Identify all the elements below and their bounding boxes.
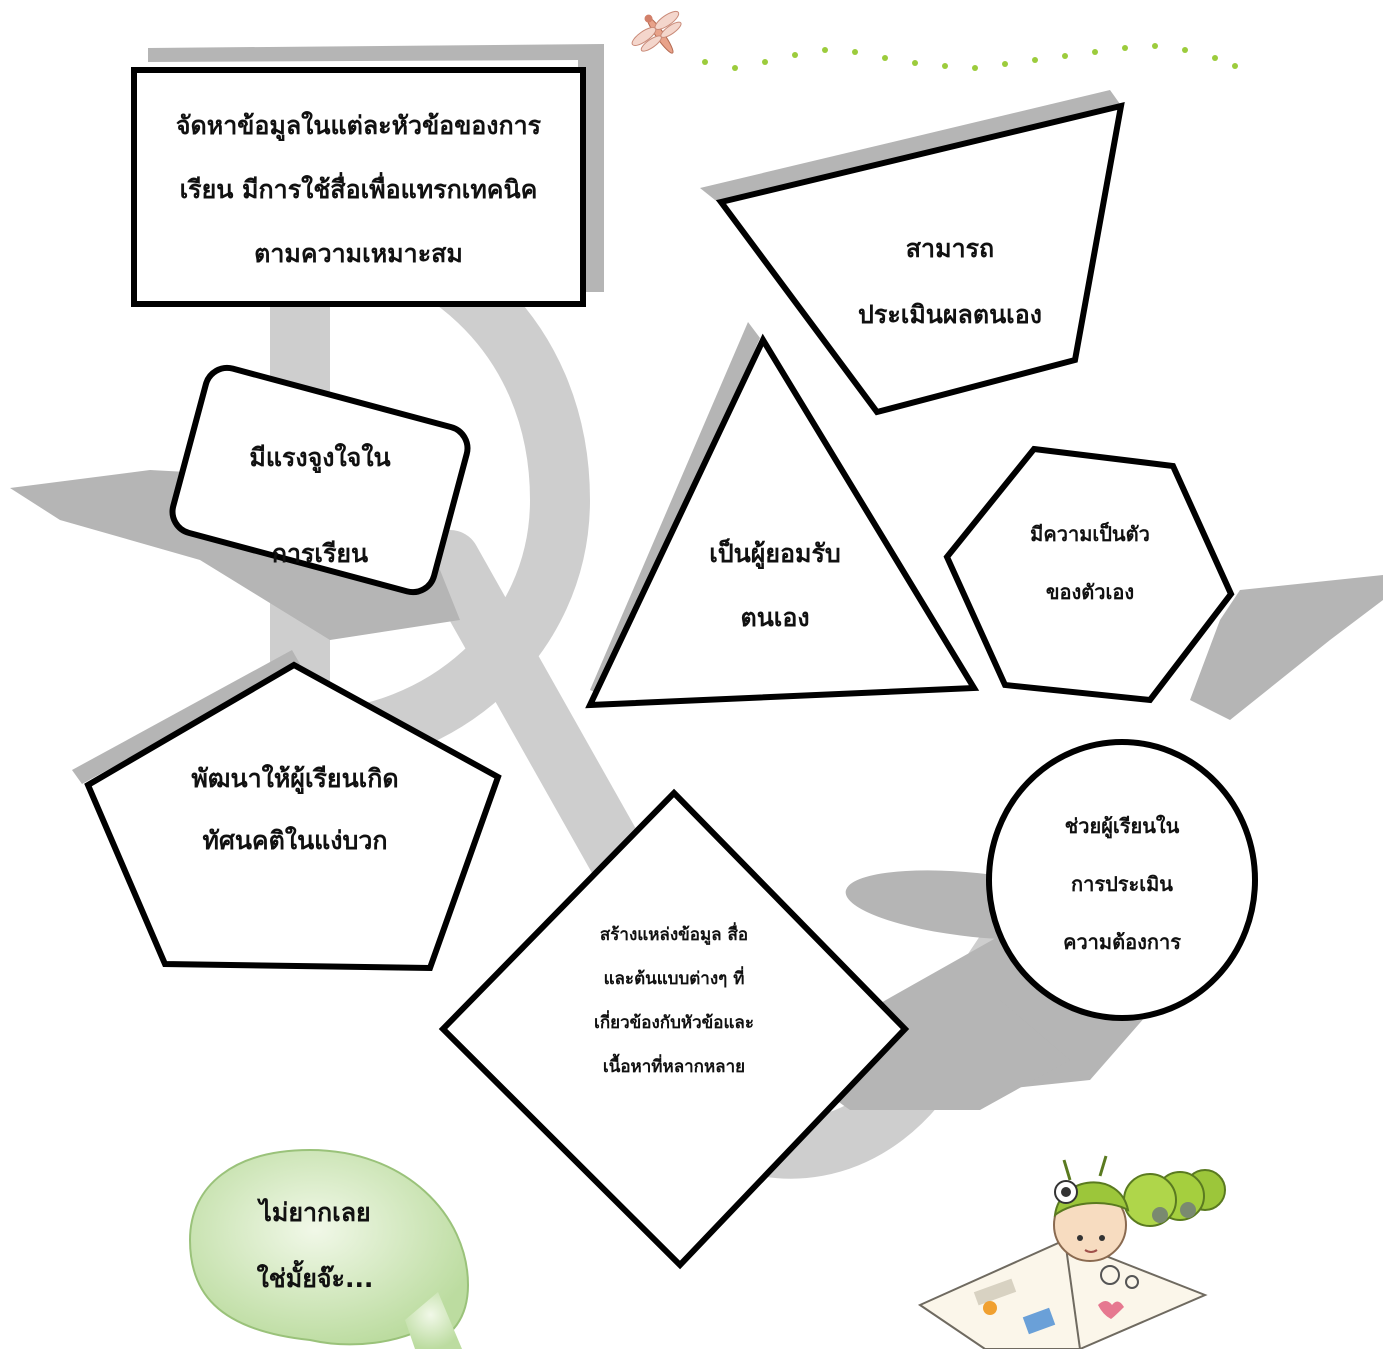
rectangle-label: จัดหาข้อมูลในแต่ละหัวข้อของการ เรียน มีก… (140, 94, 577, 286)
speech-bubble-line-1: ไม่ยากเลย (259, 1198, 371, 1227)
hexagon-line-2: ของตัวเอง (1045, 580, 1135, 604)
pentagon-line-1: พัฒนาให้ผู้เรียนเกิด (191, 764, 399, 793)
triangle-label: เป็นผู้ยอมรับ ตนเอง (660, 522, 890, 650)
diamond-label: สร้างแหล่งข้อมูล สื่อ และต้นแบบต่างๆ ที่… (544, 913, 804, 1089)
trapezoid-label: สามารถ ประเมินผลตนเอง (820, 216, 1080, 348)
rounded-rect-label: มีแรงจูงใจใน การเรียน (200, 410, 440, 602)
rectangle-line-2: เรียน มีการใช้สื่อเพื่อแทรกเทคนิค (179, 175, 538, 204)
pentagon-line-2: ทัศนคติในแง่บวก (202, 826, 388, 855)
rounded-rect-shape (169, 364, 471, 596)
speech-bubble-shape (188, 1148, 470, 1349)
rectangle-line-3: ตามความเหมาะสม (254, 239, 463, 268)
triangle-line-2: ตนเอง (740, 603, 810, 632)
circle-line-1: ช่วยผู้เรียนใน (1064, 814, 1180, 838)
circle-line-2: การประเมิน (1071, 872, 1173, 896)
hexagon-line-1: มีความเป็นตัว (1030, 522, 1150, 546)
rounded-rect-line-1: มีแรงจูงใจใน (249, 443, 391, 472)
circle-line-3: ความต้องการ (1063, 930, 1181, 954)
triangle-line-1: เป็นผู้ยอมรับ (709, 539, 841, 568)
trapezoid-line-1: สามารถ (905, 234, 995, 263)
diamond-line-4: เนื้อหาที่หลากหลาย (602, 1057, 746, 1077)
rounded-rect-line-2: การเรียน (271, 539, 369, 568)
circle-label: ช่วยผู้เรียนใน การประเมิน ความต้องการ (1017, 797, 1227, 971)
circle-shape (986, 739, 1258, 1021)
speech-bubble-line-2: ใช่มั้ยจ๊ะ... (256, 1264, 374, 1293)
caterpillar-reading-book-icon (917, 1155, 1226, 1349)
dragonfly-icon (631, 10, 682, 54)
triangle-shape (585, 333, 980, 709)
hexagon-shape (943, 445, 1235, 704)
trapezoid-shape (715, 102, 1125, 416)
pentagon-label: พัฒนาให้ผู้เรียนเกิด ทัศนคติในแง่บวก (140, 748, 450, 872)
diamond-line-1: สร้างแหล่งข้อมูล สื่อ (599, 925, 749, 945)
pentagon-shape (84, 661, 502, 972)
rectangle-shape (131, 67, 586, 307)
dotted-flight-path (702, 43, 1238, 71)
diamond-line-3: เกี่ยวข้องกับหัวข้อและ (594, 1013, 754, 1033)
rectangle-line-1: จัดหาข้อมูลในแต่ละหัวข้อของการ (175, 111, 542, 140)
speech-bubble-label: ไม่ยากเลย ใช่มั้ยจ๊ะ... (210, 1180, 420, 1312)
trapezoid-line-2: ประเมินผลตนเอง (858, 300, 1042, 329)
hexagon-label: มีความเป็นตัว ของตัวเอง (990, 505, 1190, 621)
diamond-shape (438, 788, 910, 1270)
diamond-line-2: และต้นแบบต่างๆ ที่ (603, 969, 745, 989)
